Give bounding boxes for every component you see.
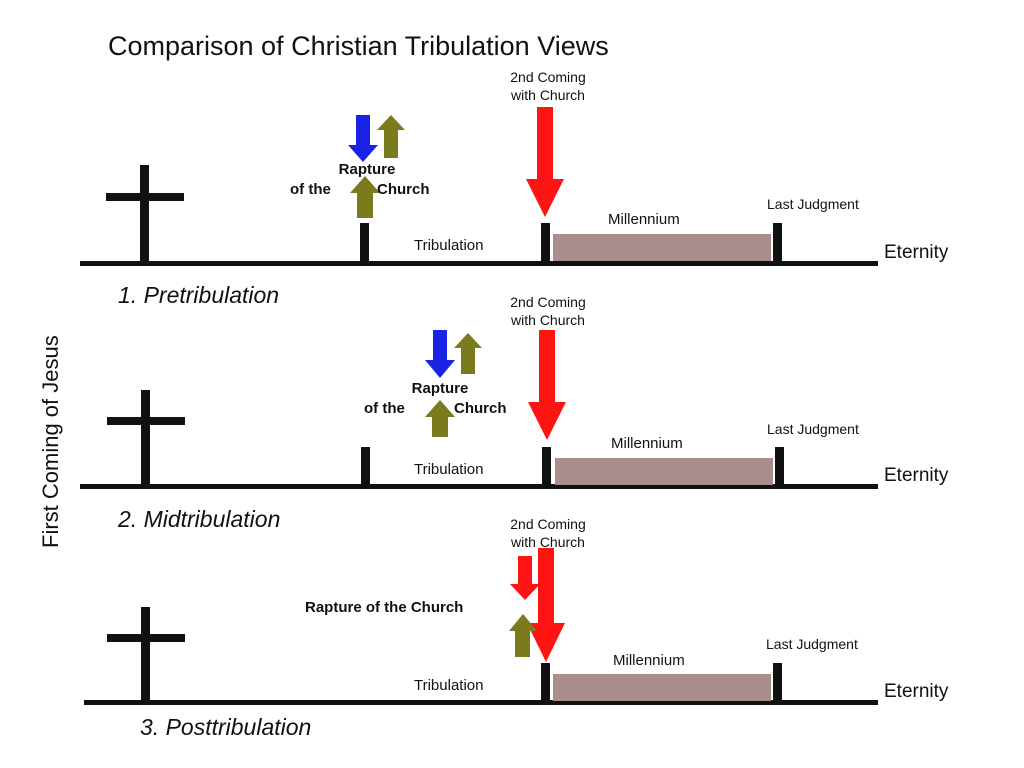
view-pretribulation: 2nd Coming with Church Rapture of the Ch… xyxy=(80,69,949,308)
rapture-down-arrow-icon xyxy=(510,556,540,600)
view-posttribulation: 2nd Coming with Church Rapture of the Ch… xyxy=(84,516,949,740)
rapture-label-line1: Rapture xyxy=(339,161,396,178)
view-name: 3. Posttribulation xyxy=(140,714,311,740)
millennium-label: Millennium xyxy=(613,652,685,669)
rapture-marker xyxy=(360,223,369,263)
millennium-label: Millennium xyxy=(611,435,683,452)
millennium-label: Millennium xyxy=(608,211,680,228)
second-coming-arrow-icon xyxy=(528,330,566,440)
timeline-line xyxy=(84,700,878,705)
tribulation-label: Tribulation xyxy=(414,461,483,478)
last-judgment-marker xyxy=(773,223,782,263)
second-coming-label-line1: 2nd Coming xyxy=(510,516,586,532)
eternity-label: Eternity xyxy=(884,242,949,263)
last-judgment-label: Last Judgment xyxy=(766,636,858,652)
view-name: 2. Midtribulation xyxy=(117,506,280,532)
second-coming-label-line1: 2nd Coming xyxy=(510,294,586,310)
second-coming-marker xyxy=(541,663,550,703)
cross-icon xyxy=(106,165,184,263)
last-judgment-marker xyxy=(775,447,784,487)
rapture-down-arrow-icon xyxy=(425,330,455,378)
eternity-label: Eternity xyxy=(884,681,949,702)
millennium-bar xyxy=(553,674,771,701)
tribulation-label: Tribulation xyxy=(414,677,483,694)
rapture-up-arrow-icon xyxy=(350,176,380,218)
view-name: 1. Pretribulation xyxy=(118,282,279,308)
second-coming-marker xyxy=(542,447,551,487)
rapture-label-line2b: Church xyxy=(454,400,507,417)
cross-icon xyxy=(107,607,185,702)
rapture-up-arrow-icon xyxy=(425,400,455,437)
last-judgment-label: Last Judgment xyxy=(767,421,859,437)
first-coming-label: First Coming of Jesus xyxy=(38,335,63,548)
rapture-label-line2a: of the xyxy=(364,400,405,417)
tribulation-label: Tribulation xyxy=(414,237,483,254)
eternity-label: Eternity xyxy=(884,465,949,486)
cross-icon xyxy=(107,390,185,486)
rapture-label: Rapture of the Church xyxy=(305,599,463,616)
rapture-label-line1: Rapture xyxy=(412,380,469,397)
rapture-up-arrow-icon xyxy=(377,115,405,158)
second-coming-label-line2: with Church xyxy=(510,534,585,550)
tribulation-start-marker xyxy=(361,447,370,487)
rapture-up-arrow-icon xyxy=(509,614,537,657)
second-coming-label-line2: with Church xyxy=(510,87,585,103)
timeline-line xyxy=(80,484,878,489)
rapture-label-line2a: of the xyxy=(290,181,331,198)
second-coming-label-line1: 2nd Coming xyxy=(510,69,586,85)
rapture-down-arrow-icon xyxy=(348,115,378,162)
second-coming-marker xyxy=(541,223,550,263)
second-coming-arrow-icon xyxy=(526,107,564,217)
second-coming-label-line2: with Church xyxy=(510,312,585,328)
timeline-line xyxy=(80,261,878,266)
millennium-bar xyxy=(553,234,771,261)
second-coming-arrow-icon xyxy=(527,548,565,662)
last-judgment-label: Last Judgment xyxy=(767,196,859,212)
last-judgment-marker xyxy=(773,663,782,703)
rapture-label-line2b: Church xyxy=(377,181,430,198)
view-midtribulation: 2nd Coming with Church Rapture of the Ch… xyxy=(80,294,949,532)
millennium-bar xyxy=(555,458,773,485)
rapture-up-arrow-icon xyxy=(454,333,482,374)
diagram-title: Comparison of Christian Tribulation View… xyxy=(108,31,609,61)
